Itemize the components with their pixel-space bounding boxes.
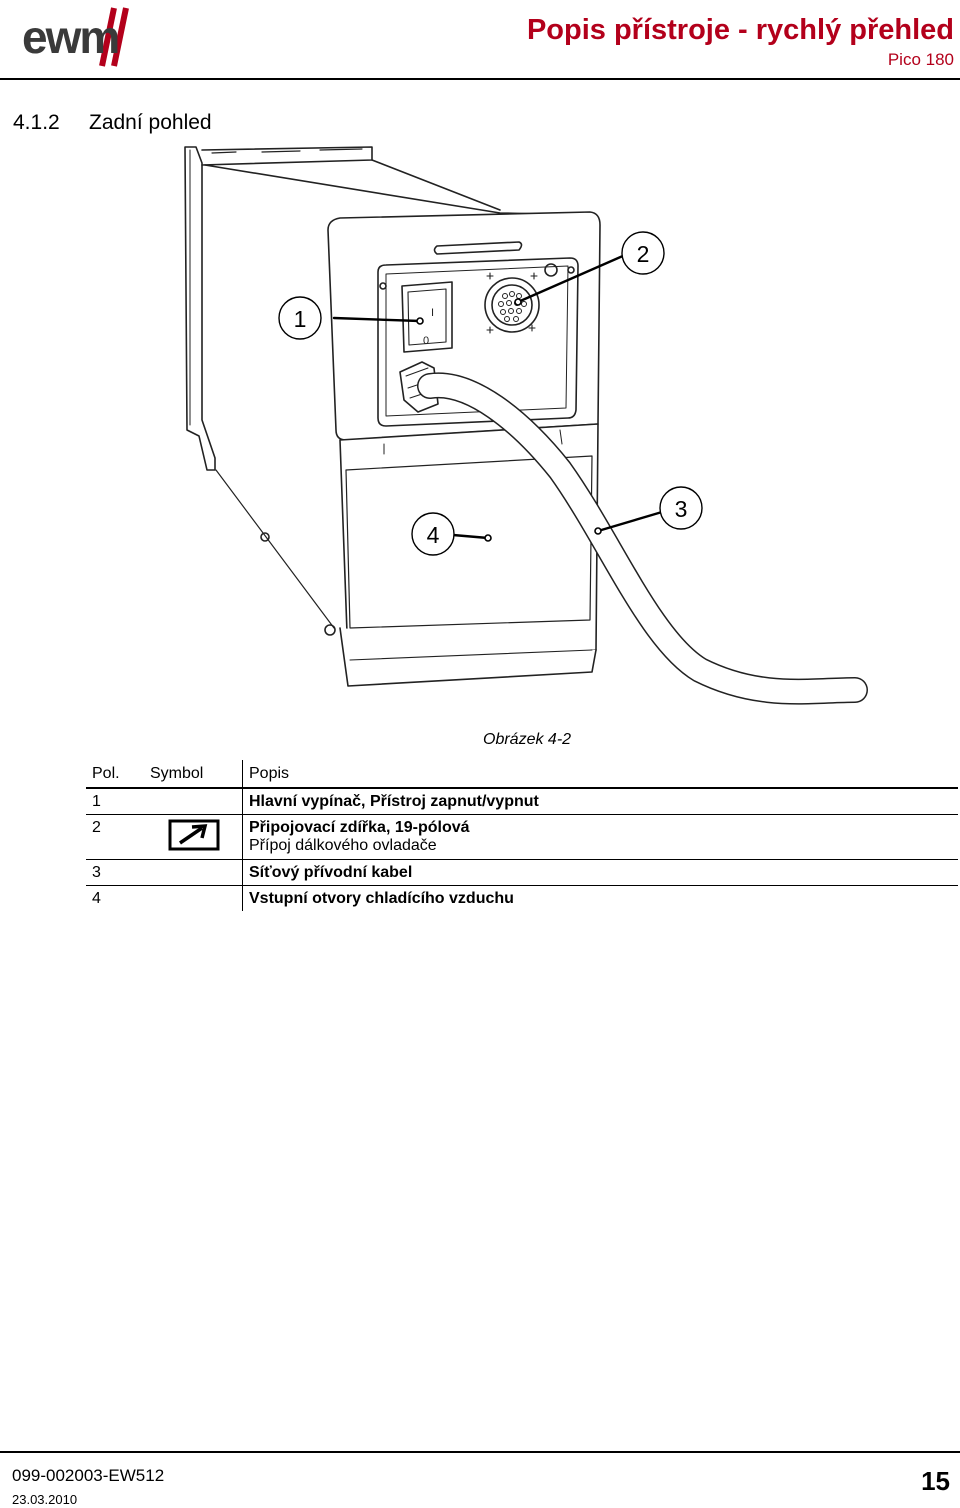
section-title: Zadní pohled [89,111,212,134]
figure-caption: Obrázek 4-2 [483,731,572,748]
page-number: 15 [921,1466,950,1496]
callout-3: 3 [659,486,703,530]
svg-text:3: 3 [675,496,688,522]
row-symbol [144,814,243,860]
svg-text:2: 2 [637,241,650,267]
row-desc: Síťový přívodní kabel [242,859,958,886]
section-number: 4.1.2 [13,111,60,134]
row-pos: 3 [86,859,144,886]
section-heading: 4.1.2 Zadní pohled [13,111,212,135]
svg-text:ewm: ewm [22,11,118,63]
row-pos: 1 [86,788,144,815]
row-desc: Hlavní vypínač, Přístroj zapnut/vypnut [242,788,958,815]
document-number: 099-002003-EW512 [12,1466,165,1485]
table-row: 2 Připojovací zdířka, 19-pólová Přípoj d… [86,814,958,860]
switch-off-mark: 0 [423,335,429,347]
device-model: Pico 180 [887,50,954,69]
table-row: 1 Hlavní vypínač, Přístroj zapnut/vypnut [86,788,958,815]
switch-on-mark: I [431,307,434,319]
document-title: Popis přístroje - rychlý přehled [526,14,954,46]
row-desc-sub: Přípoj dálkového ovladače [249,837,437,854]
header-divider [0,78,960,80]
svg-text:4: 4 [427,522,440,548]
row-pos: 4 [92,890,101,907]
rear-view-figure: I 0 [0,140,960,730]
row-pos: 2 [86,814,144,860]
ewm-logo: ewm [22,6,164,68]
callout-2: 2 [621,231,665,275]
callout-1: 1 [278,296,322,340]
row-desc-main: Připojovací zdířka, 19-pólová [249,819,470,836]
row-symbol [144,859,243,886]
legend-header-row: Pol. Symbol Popis [86,760,958,789]
col-desc-header: Popis [242,760,958,789]
callout-4: 4 [411,512,455,556]
legend-table: Pol. Symbol Popis 1 Hlavní vypínač, Přís… [86,760,958,911]
footer-divider [0,1451,960,1453]
row-symbol [144,788,243,815]
document-date: 23.03.2010 [12,1492,78,1507]
table-row: 4 Vstupní otvory chladícího vzduchu [86,885,958,911]
table-row: 3 Síťový přívodní kabel [86,859,958,886]
row-desc: Vstupní otvory chladícího vzduchu [249,890,514,907]
remote-control-socket-icon [168,819,220,851]
row-symbol [144,885,243,911]
col-symbol-header: Symbol [144,760,243,789]
row-desc: Připojovací zdířka, 19-pólová Přípoj dál… [242,814,958,860]
svg-text:1: 1 [294,306,307,332]
col-pos-header: Pol. [86,760,144,789]
